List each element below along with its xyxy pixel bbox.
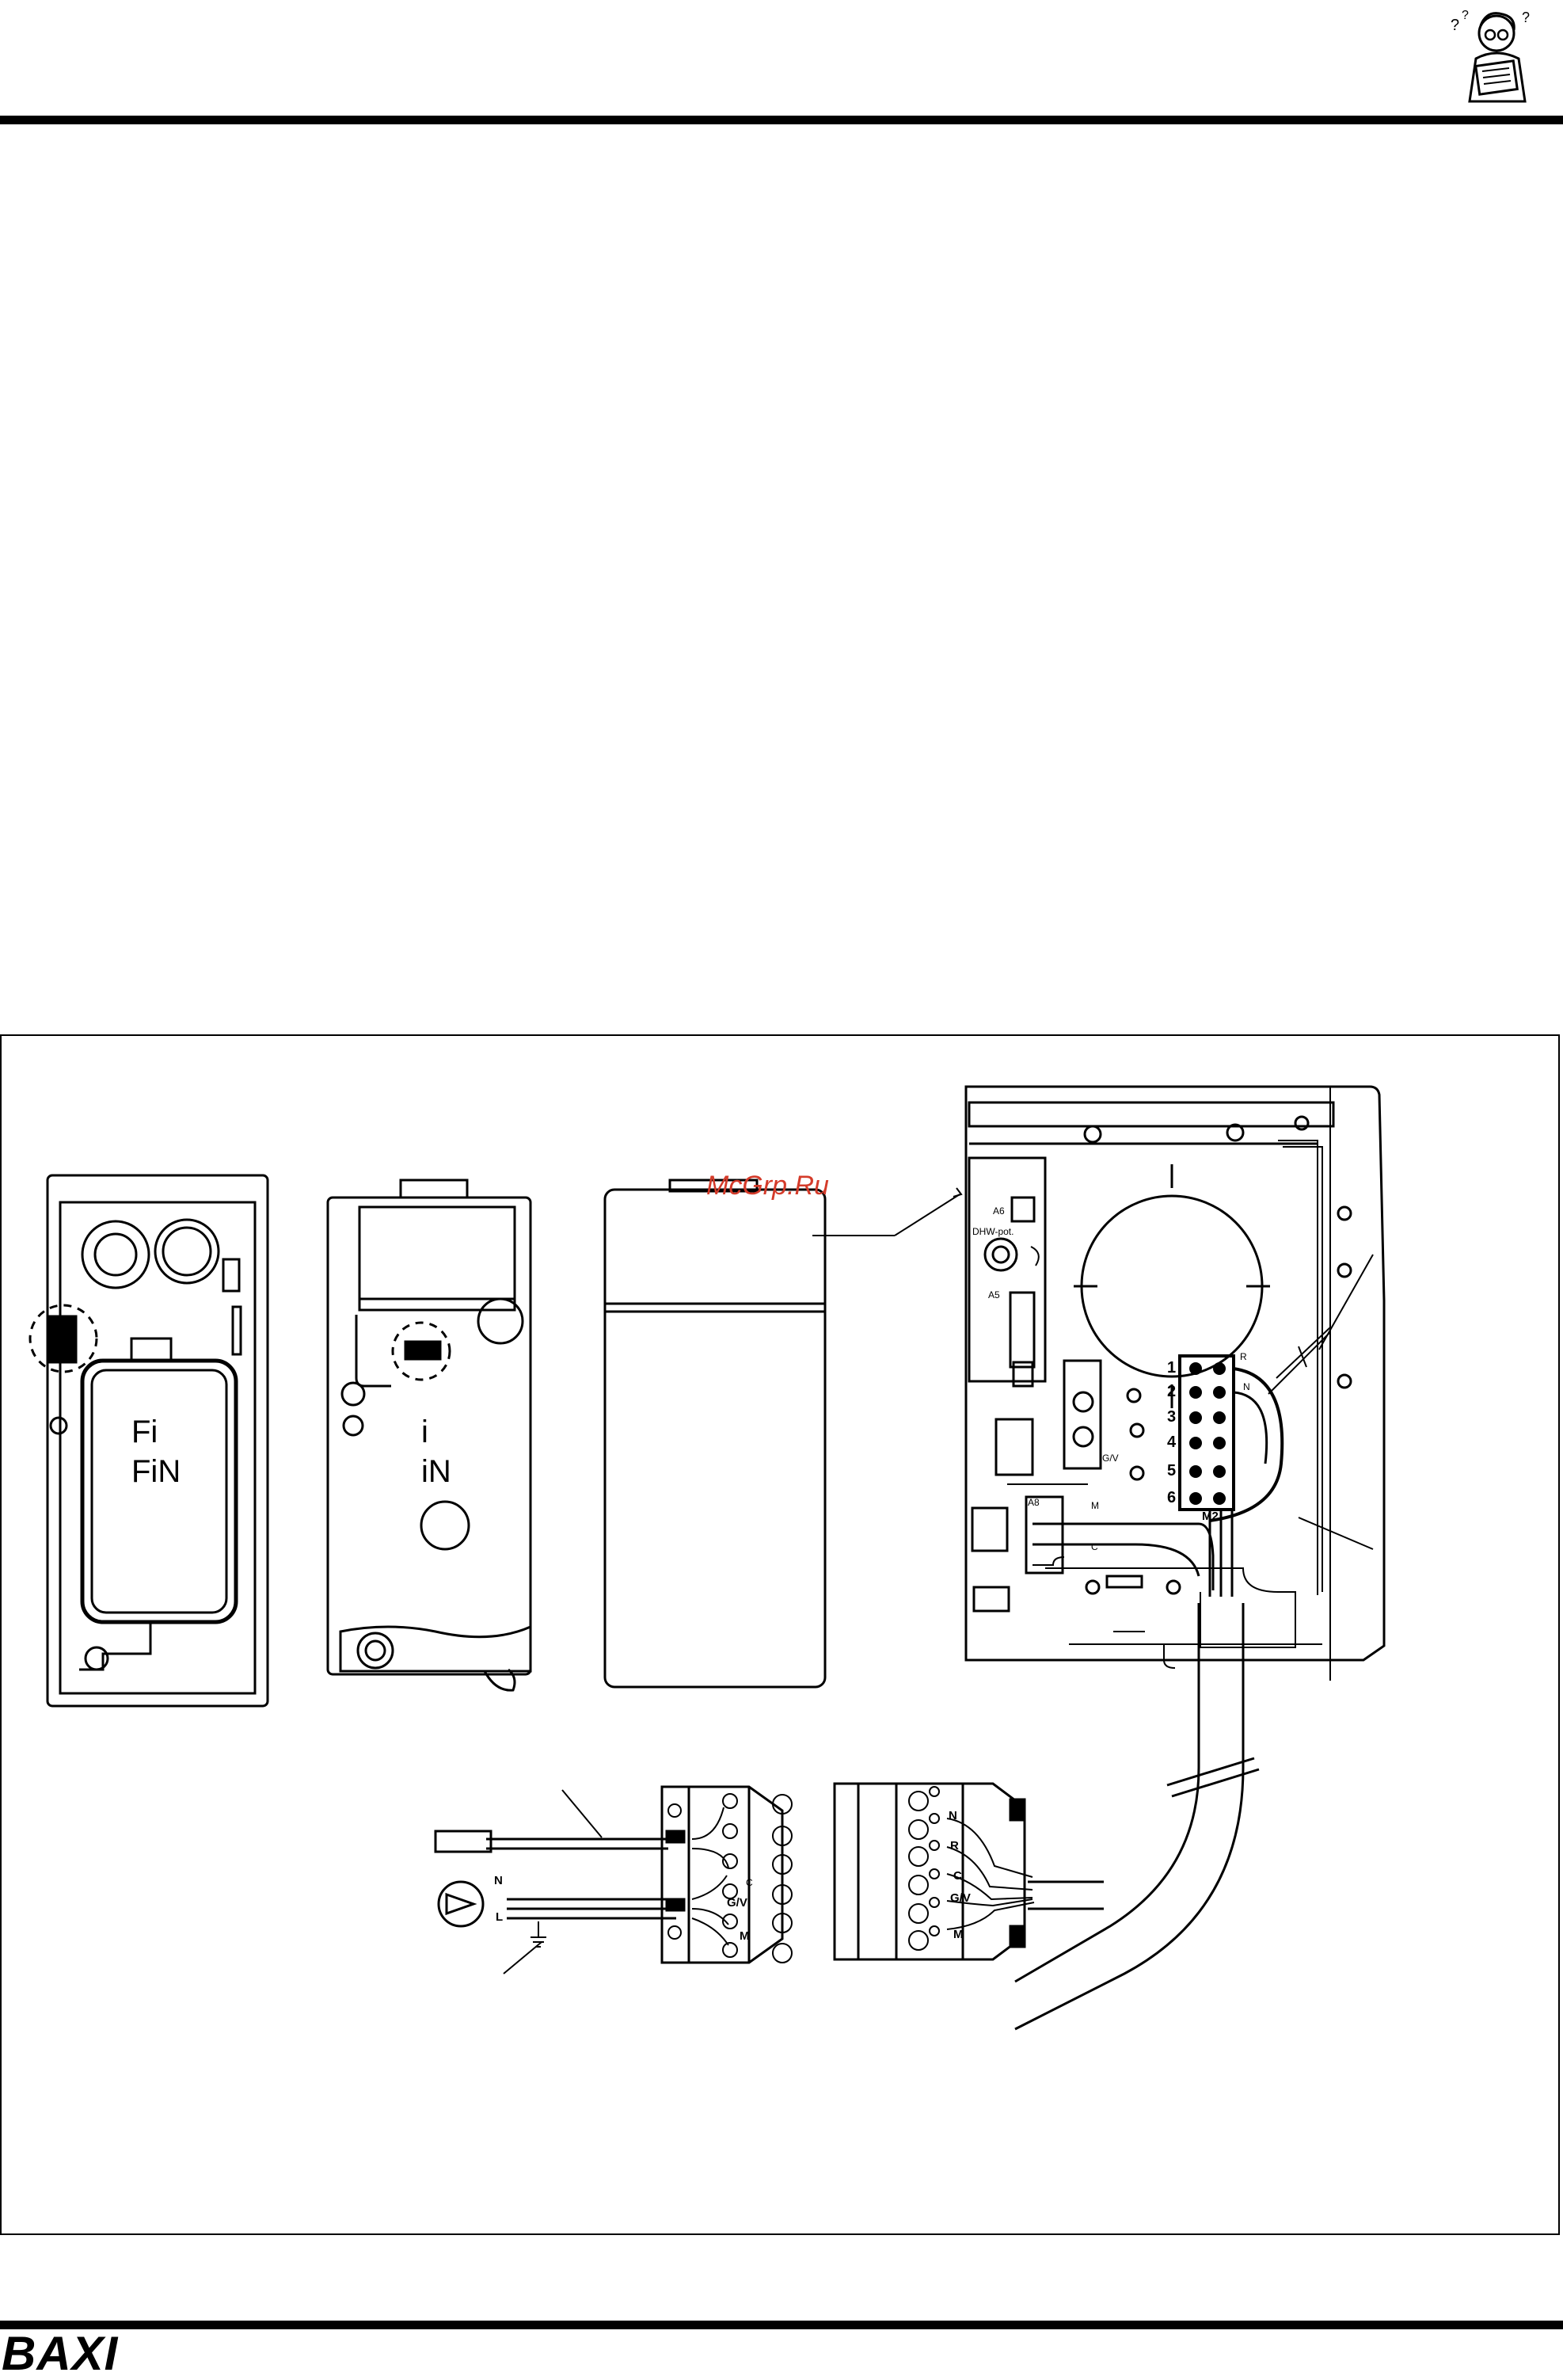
terminal-number-3: 3	[1167, 1408, 1177, 1426]
pump-label-l: L	[496, 1910, 504, 1924]
terminal-number-4: 4	[1167, 1434, 1177, 1451]
label-dhw-pot: DHW-pot.	[972, 1226, 1014, 1237]
main-cable-upper	[1014, 1603, 1200, 1983]
boiler-front-view	[603, 1179, 963, 1689]
watermark: McGrp.Ru	[706, 1171, 829, 1201]
brand-logo: BAXI	[2, 2327, 119, 2380]
svg-text:?: ?	[1451, 17, 1459, 34]
svg-text:?: ?	[1462, 9, 1469, 22]
label-board-m: M	[1091, 1500, 1099, 1511]
right-connector-label-c: C	[953, 1869, 962, 1883]
connector-right	[833, 1782, 1104, 1961]
footer-rule	[0, 2321, 1563, 2329]
label-a6: A6	[993, 1205, 1005, 1217]
terminal-number-5: 5	[1167, 1462, 1177, 1479]
model-label-fin: FiN	[131, 1454, 181, 1489]
figure-frame	[0, 1034, 1560, 2235]
right-connector-label-gv: G/V	[950, 1891, 971, 1905]
boiler-rear-view-fi	[29, 1174, 269, 1708]
control-panel	[964, 1085, 1386, 1681]
left-connector-label-m: M	[740, 1929, 750, 1943]
terminal-number-2: 2	[1167, 1383, 1177, 1400]
boiler-rear-view-i	[326, 1179, 532, 1692]
main-cable-lower	[1014, 1603, 1245, 2031]
right-connector-label-r: R	[950, 1839, 959, 1853]
cable-break	[1166, 1757, 1260, 1798]
pump-label-n: N	[494, 1874, 503, 1887]
svg-text:?: ?	[1522, 10, 1530, 25]
terminal-number-1: 1	[1167, 1359, 1177, 1377]
model-label-in: iN	[421, 1454, 451, 1489]
right-connector-label-n: N	[949, 1809, 957, 1822]
terminal-number-6: 6	[1167, 1489, 1177, 1506]
terminal-block-name: M2	[1202, 1510, 1219, 1523]
reading-engineer-icon: ? ? ?	[1451, 9, 1530, 103]
label-a5: A5	[988, 1289, 1000, 1300]
header-rule	[0, 116, 1563, 124]
model-label-i: i	[421, 1415, 428, 1449]
label-board-gv: G/V	[1102, 1453, 1119, 1464]
left-connector-label-c: C	[746, 1877, 753, 1888]
model-label-fi: Fi	[131, 1415, 158, 1449]
label-board-c: C	[1091, 1541, 1098, 1552]
terminal-label-r: R	[1240, 1351, 1247, 1362]
right-connector-label-m: M	[953, 1928, 964, 1941]
terminal-label-n: N	[1243, 1381, 1250, 1392]
left-connector-label-gv: G/V	[727, 1896, 747, 1910]
label-a8: A8	[1028, 1497, 1040, 1508]
connector-left	[434, 1785, 793, 1974]
